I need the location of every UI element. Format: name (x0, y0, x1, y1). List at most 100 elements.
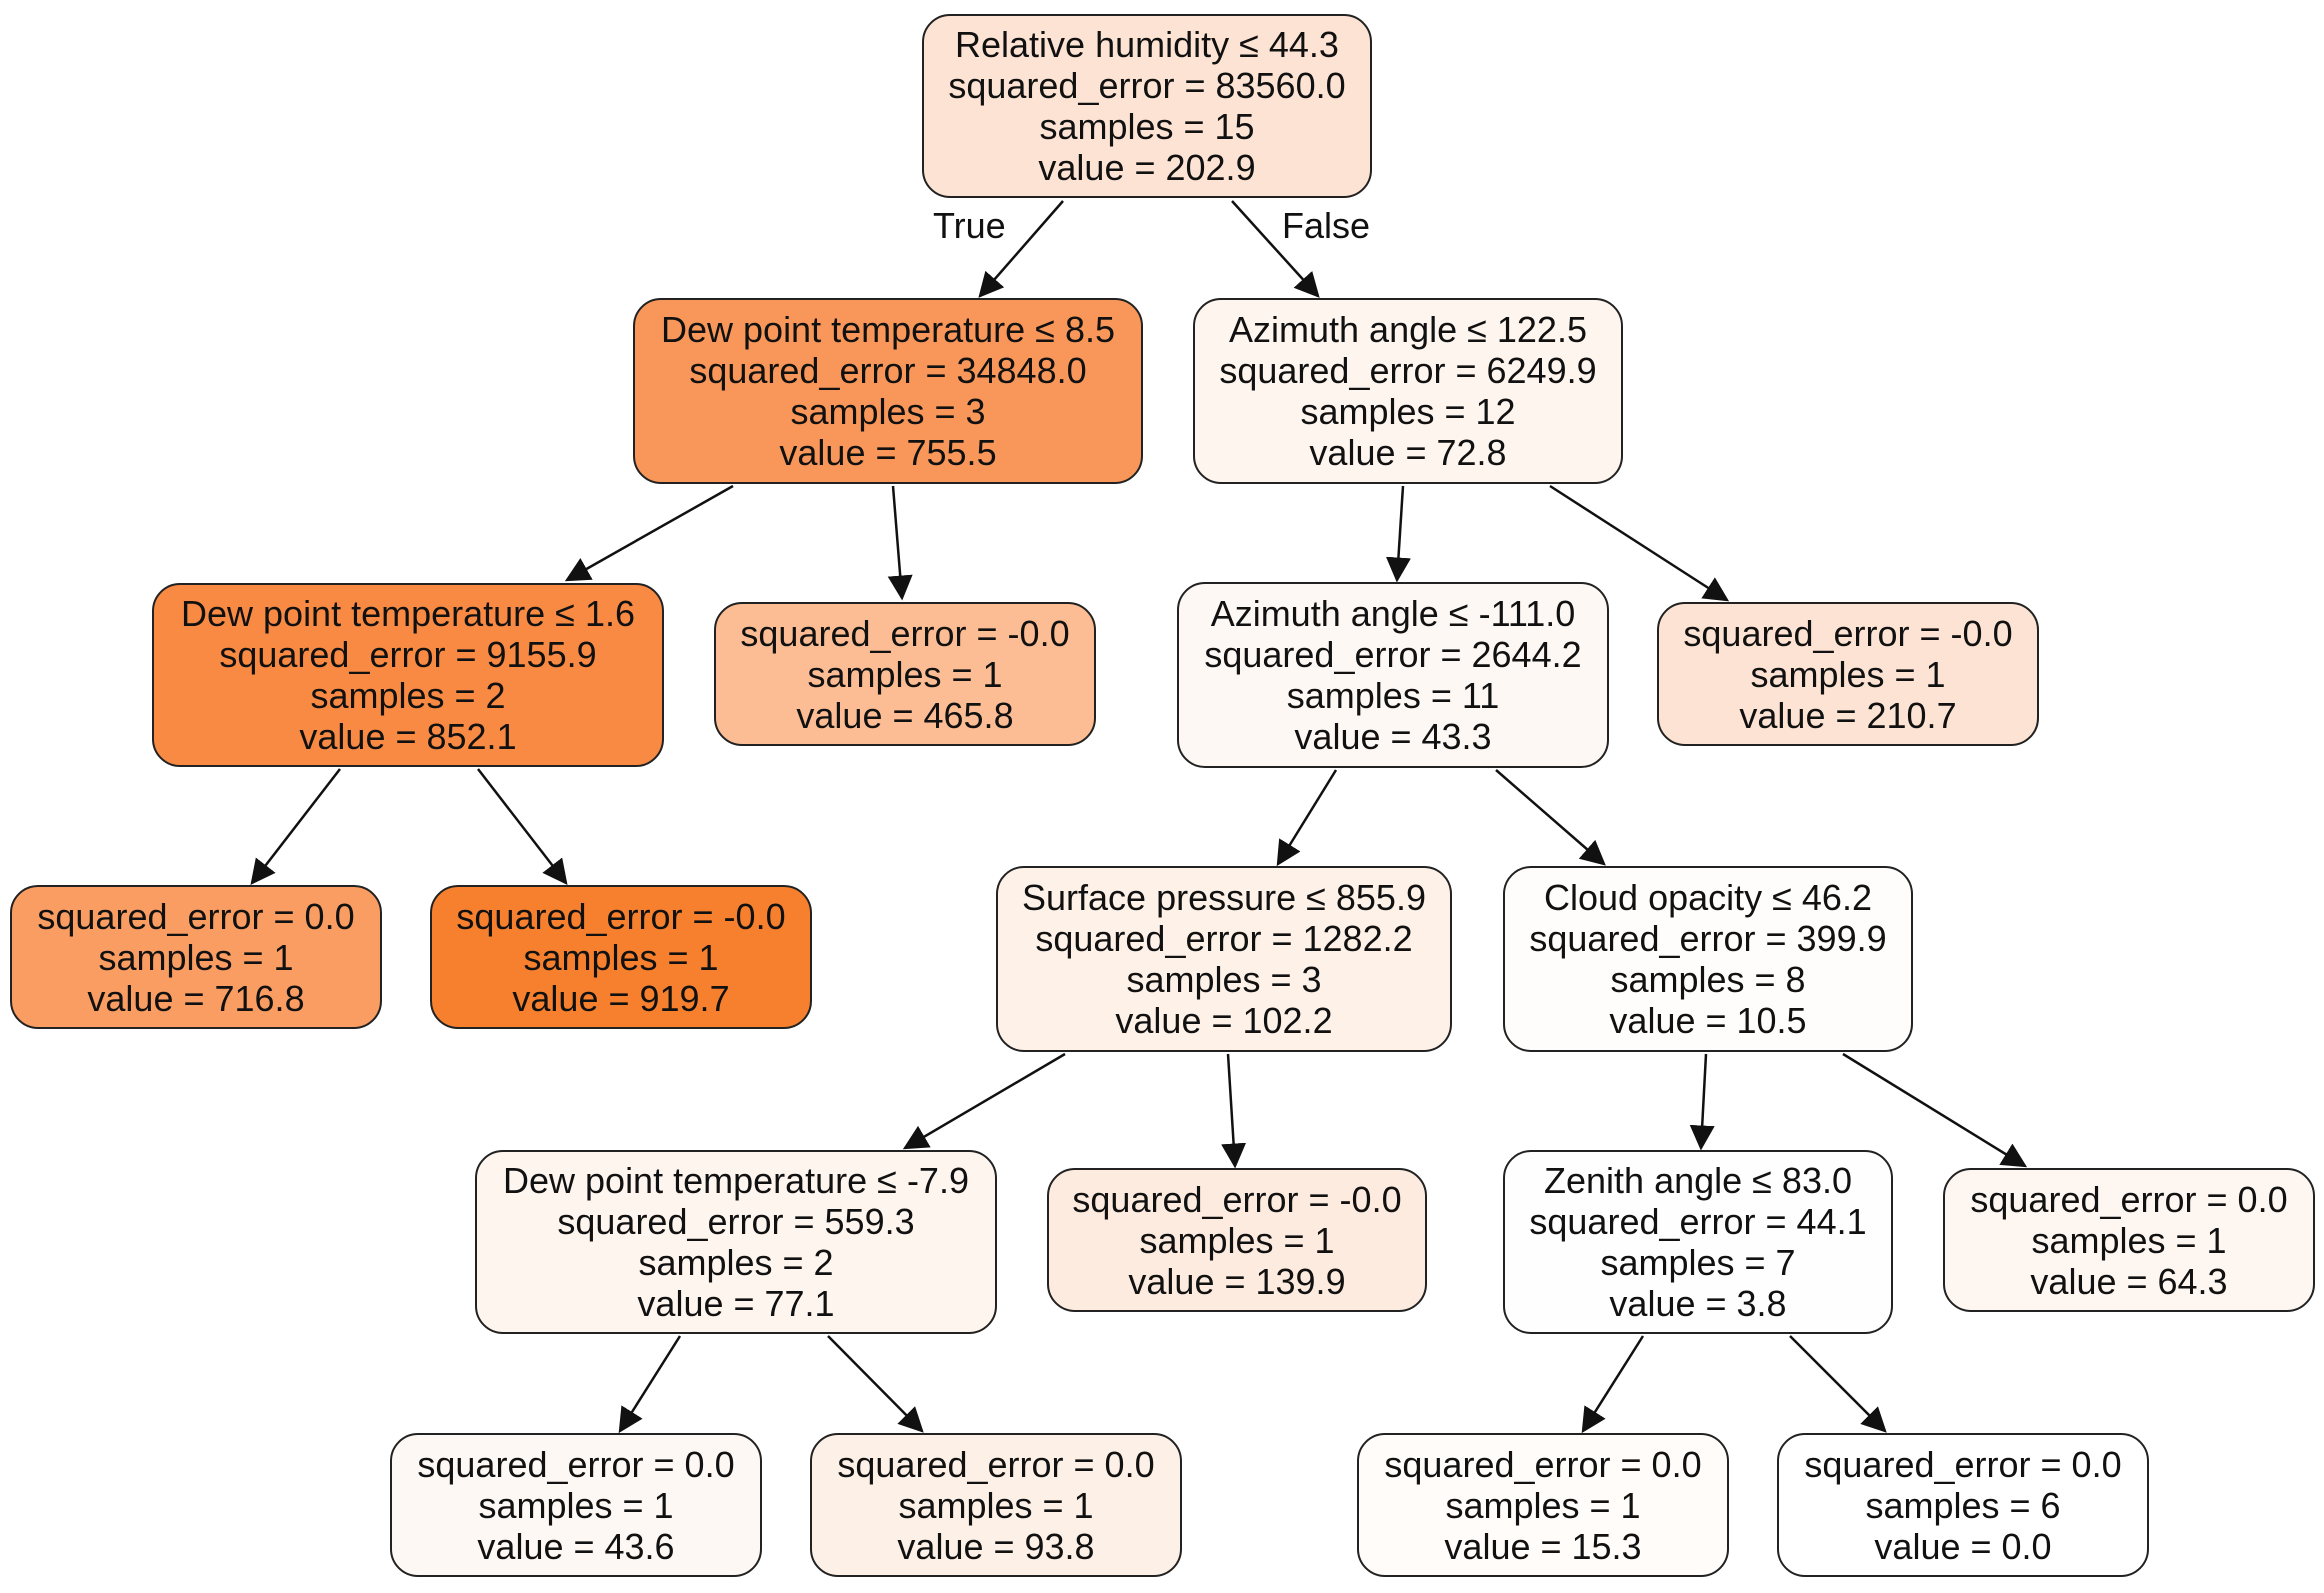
node-squared-error: squared_error = 559.3 (557, 1201, 915, 1242)
tree-edge-arrow (978, 200, 1064, 298)
node-samples: samples = 1 (807, 653, 1003, 695)
leaf-node-139-9: squared_error = -0.0 samples = 1 value =… (1047, 1168, 1427, 1312)
node-squared-error: squared_error = 0.0 (1804, 1443, 2122, 1485)
tree-edges (250, 200, 2028, 1434)
node-condition: Azimuth angle ≤ 122.5 (1229, 309, 1587, 350)
node-samples: samples = 3 (1126, 959, 1322, 1000)
node-samples: samples = 1 (898, 1484, 1094, 1526)
node-value: value = 919.7 (512, 977, 730, 1019)
tree-edge-arrow (1581, 1335, 1645, 1434)
node-condition: Surface pressure ≤ 855.9 (1022, 877, 1426, 918)
tree-edge-arrow (564, 484, 734, 582)
node-value: value = 0.0 (1874, 1525, 2052, 1567)
node-squared-error: squared_error = -0.0 (1683, 612, 2013, 654)
node-squared-error: squared_error = 83560.0 (948, 65, 1346, 106)
leaf-node-0-0: squared_error = 0.0 samples = 6 value = … (1777, 1433, 2149, 1577)
node-squared-error: squared_error = 1282.2 (1035, 918, 1413, 959)
node-samples: samples = 1 (478, 1484, 674, 1526)
leaf-node-93-8: squared_error = 0.0 samples = 1 value = … (810, 1433, 1182, 1577)
node-value: value = 72.8 (1309, 432, 1507, 473)
node-squared-error: squared_error = 0.0 (1970, 1178, 2288, 1220)
node-value: value = 43.3 (1294, 716, 1492, 757)
node-value: value = 465.8 (796, 694, 1014, 736)
node-samples: samples = 1 (2031, 1219, 2227, 1261)
node-condition: Dew point temperature ≤ 8.5 (661, 309, 1115, 350)
node-value: value = 716.8 (87, 977, 305, 1019)
node-value: value = 852.1 (299, 716, 517, 757)
node-value: value = 755.5 (779, 432, 997, 473)
node-condition: Relative humidity ≤ 44.3 (955, 24, 1339, 65)
node-squared-error: squared_error = 0.0 (37, 895, 355, 937)
leaf-node-15-3: squared_error = 0.0 samples = 1 value = … (1357, 1433, 1729, 1577)
node-azimuth-122-5: Azimuth angle ≤ 122.5 squared_error = 62… (1193, 298, 1623, 484)
node-value: value = 202.9 (1038, 147, 1256, 188)
node-value: value = 77.1 (637, 1283, 835, 1324)
node-value: value = 64.3 (2030, 1260, 2228, 1302)
leaf-node-64-3: squared_error = 0.0 samples = 1 value = … (1943, 1168, 2315, 1312)
node-samples: samples = 12 (1300, 391, 1516, 432)
node-samples: samples = 1 (1139, 1219, 1335, 1261)
leaf-node-716-8: squared_error = 0.0 samples = 1 value = … (10, 885, 382, 1029)
node-squared-error: squared_error = -0.0 (1072, 1178, 1402, 1220)
node-value: value = 43.6 (477, 1525, 675, 1567)
node-samples: samples = 2 (310, 675, 506, 716)
true-branch-label: True (933, 205, 1006, 246)
node-samples: samples = 6 (1865, 1484, 2061, 1526)
node-squared-error: squared_error = 2644.2 (1204, 634, 1582, 675)
node-dew-point-8-5: Dew point temperature ≤ 8.5 squared_erro… (633, 298, 1143, 484)
node-condition: Azimuth angle ≤ -111.0 (1210, 593, 1576, 634)
node-samples: samples = 7 (1600, 1242, 1796, 1283)
node-value: value = 93.8 (897, 1525, 1095, 1567)
leaf-node-465-8: squared_error = -0.0 samples = 1 value =… (714, 602, 1096, 746)
node-samples: samples = 1 (1750, 653, 1946, 695)
node-samples: samples = 15 (1039, 106, 1255, 147)
leaf-node-43-6: squared_error = 0.0 samples = 1 value = … (390, 1433, 762, 1577)
node-cloud-opacity: Cloud opacity ≤ 46.2 squared_error = 399… (1503, 866, 1913, 1052)
node-samples: samples = 1 (523, 936, 719, 978)
node-condition: Dew point temperature ≤ -7.9 (503, 1160, 969, 1201)
tree-edge-arrow (618, 1335, 682, 1434)
node-squared-error: squared_error = 399.9 (1529, 918, 1887, 959)
node-squared-error: squared_error = 44.1 (1529, 1201, 1867, 1242)
node-value: value = 10.5 (1609, 1000, 1807, 1041)
node-squared-error: squared_error = 0.0 (417, 1443, 735, 1485)
node-value: value = 139.9 (1128, 1260, 1346, 1302)
node-value: value = 102.2 (1115, 1000, 1333, 1041)
tree-edge-arrow (1842, 1052, 2028, 1168)
node-samples: samples = 2 (638, 1242, 834, 1283)
tree-edge-arrow (250, 768, 341, 885)
tree-edge-arrow (1231, 200, 1320, 298)
leaf-node-210-7: squared_error = -0.0 samples = 1 value =… (1657, 602, 2039, 746)
node-value: value = 3.8 (1609, 1283, 1787, 1324)
root-node-relative-humidity: Relative humidity ≤ 44.3 squared_error =… (922, 14, 1372, 198)
node-dew-point-minus-7-9: Dew point temperature ≤ -7.9 squared_err… (475, 1150, 997, 1334)
tree-edge-arrow (1385, 485, 1411, 583)
tree-edge-arrow (1495, 769, 1606, 866)
node-condition: Dew point temperature ≤ 1.6 (181, 593, 635, 634)
node-squared-error: squared_error = 34848.0 (689, 350, 1087, 391)
node-azimuth-minus-111: Azimuth angle ≤ -111.0 squared_error = 2… (1177, 582, 1609, 768)
node-surface-pressure: Surface pressure ≤ 855.9 squared_error =… (996, 866, 1452, 1052)
node-value: value = 15.3 (1444, 1525, 1642, 1567)
node-squared-error: squared_error = -0.0 (740, 612, 1070, 654)
node-zenith-angle: Zenith angle ≤ 83.0 squared_error = 44.1… (1503, 1150, 1893, 1334)
false-branch-label: False (1282, 205, 1371, 246)
tree-edge-arrow (1689, 1053, 1715, 1151)
tree-edge-arrow (1549, 484, 1730, 602)
node-dew-point-1-6: Dew point temperature ≤ 1.6 squared_erro… (152, 583, 664, 767)
node-squared-error: squared_error = -0.0 (456, 895, 786, 937)
tree-edge-arrow (1221, 1053, 1247, 1169)
node-samples: samples = 11 (1286, 675, 1500, 716)
node-squared-error: squared_error = 0.0 (1384, 1443, 1702, 1485)
leaf-node-919-7: squared_error = -0.0 samples = 1 value =… (430, 885, 812, 1029)
tree-edge-arrow (827, 1335, 924, 1433)
node-squared-error: squared_error = 6249.9 (1219, 350, 1597, 391)
tree-edge-arrow (887, 485, 913, 601)
node-samples: samples = 8 (1610, 959, 1806, 1000)
tree-edge-arrow (902, 1052, 1066, 1150)
node-condition: Cloud opacity ≤ 46.2 (1544, 877, 1872, 918)
node-samples: samples = 3 (790, 391, 986, 432)
tree-edge-arrow (1276, 769, 1338, 867)
node-squared-error: squared_error = 9155.9 (219, 634, 597, 675)
